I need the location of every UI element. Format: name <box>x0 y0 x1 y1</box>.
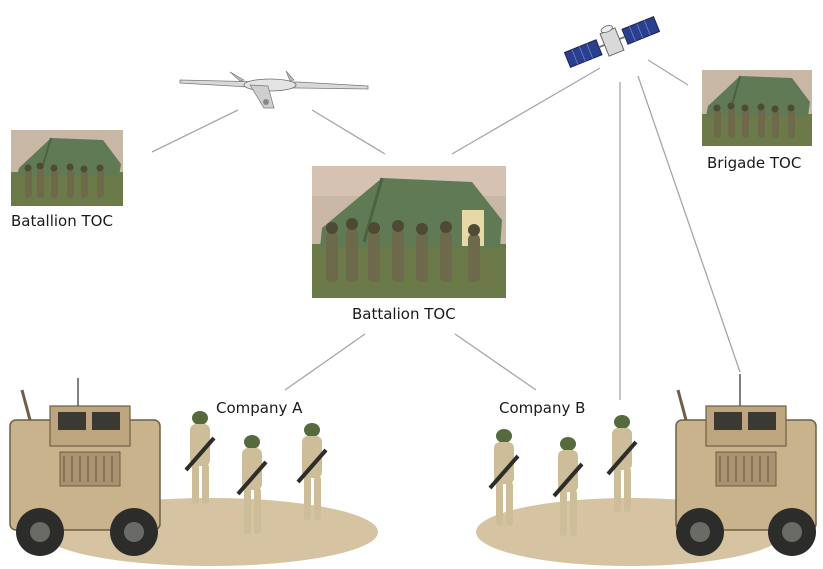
armored-vehicle-icon <box>9 378 161 556</box>
company-b-group <box>476 374 817 566</box>
link-uav-batallion <box>151 109 239 153</box>
soldier-icon <box>184 411 216 504</box>
link-satellite-brigade <box>647 59 689 86</box>
satellite-icon <box>563 15 661 69</box>
link-satellite-battalion <box>451 67 601 155</box>
uav-icon <box>179 70 369 109</box>
company-b-label: Company B <box>499 399 586 417</box>
company-a-group <box>9 378 378 566</box>
link-uav-battalion <box>311 109 386 155</box>
link-battalion-company-b <box>454 333 537 391</box>
batallion-toc-photo <box>11 130 123 206</box>
soldier-icon <box>606 415 638 512</box>
soldier-icon <box>488 429 520 526</box>
armored-vehicle-icon <box>675 374 817 556</box>
batallion-toc-label: Batallion TOC <box>11 212 113 230</box>
brigade-toc-label: Brigade TOC <box>707 154 802 172</box>
soldier-icon <box>552 437 584 536</box>
link-satellite-vehicle-b <box>637 75 741 373</box>
battalion-toc-label: Battalion TOC <box>352 305 456 323</box>
link-battalion-company-a <box>284 333 366 391</box>
battalion-toc-photo <box>312 166 506 298</box>
soldier-icon <box>236 435 268 534</box>
soldier-icon <box>296 423 328 520</box>
brigade-toc-photo <box>702 70 812 146</box>
company-a-label: Company A <box>216 399 303 417</box>
